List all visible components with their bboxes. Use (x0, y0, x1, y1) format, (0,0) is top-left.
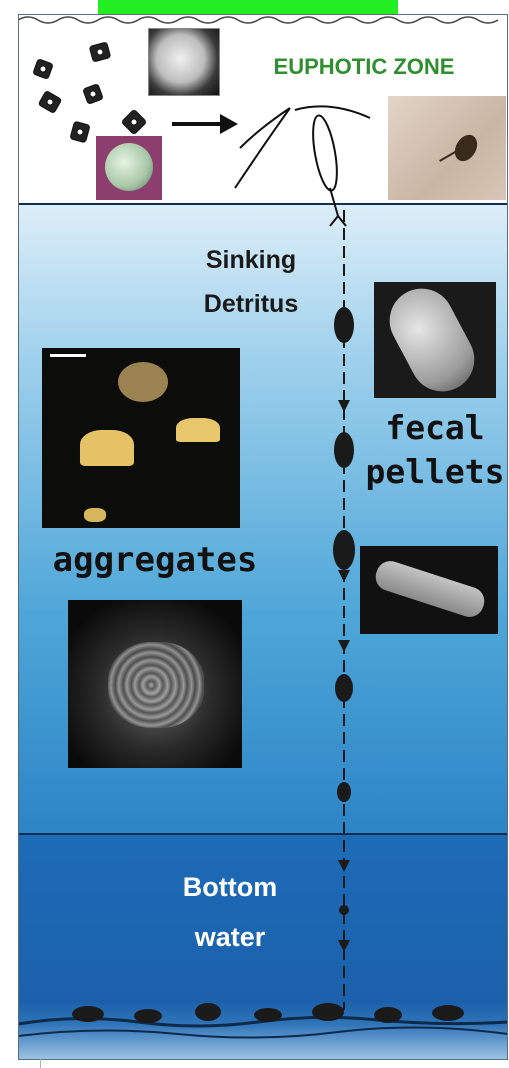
diagram-frame (18, 14, 508, 1060)
page-tick-mark (40, 1058, 41, 1068)
